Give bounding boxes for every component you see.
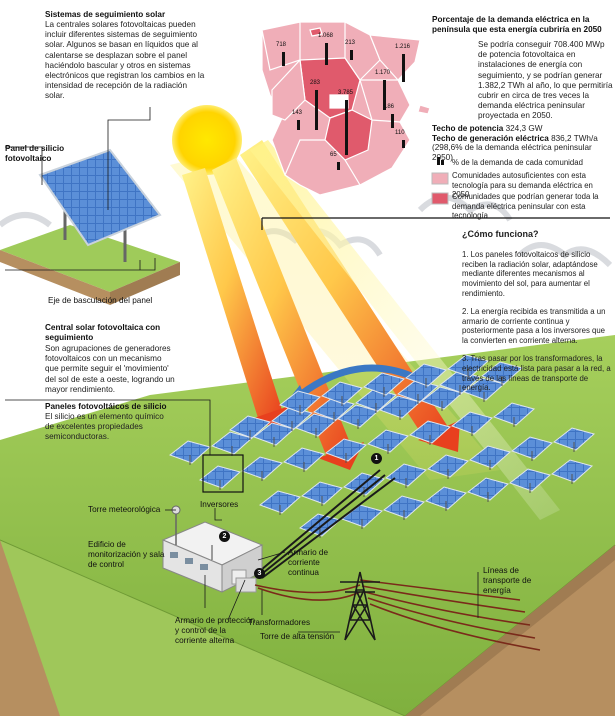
label-eje: Eje de basculación del panel <box>48 296 153 305</box>
solar-panel <box>408 420 452 444</box>
solar-panel <box>324 438 368 462</box>
paneles-title: Paneles fotovoltáicos de silicio <box>45 402 167 411</box>
solar-panel <box>450 411 494 435</box>
map-bar <box>345 100 348 155</box>
step-marker-2: 2 <box>219 531 230 542</box>
solar-panel <box>282 447 326 471</box>
solar-panel <box>508 468 552 492</box>
label-edificio: Edificio de monitorización y sala de con… <box>88 540 165 569</box>
panel-highlight-box <box>202 454 244 493</box>
legend-full-text: Comunidades que podrían generar toda la … <box>452 192 599 221</box>
solar-panel <box>492 402 536 426</box>
map-title: Porcentaje de la demanda eléctrica en la… <box>432 15 602 35</box>
label-armario-cc: Armario de corriente continua <box>288 548 329 577</box>
label-panel-silicio: Panel de silicio fotovoltaico <box>5 144 65 164</box>
tracking-title: Sistemas de seguimiento solar <box>45 10 166 19</box>
transmission-tower <box>340 571 380 641</box>
control-building <box>161 521 264 593</box>
sun <box>172 105 242 175</box>
how-it-works: ¿Cómo funciona? 1. Los paneles fotovolta… <box>462 229 612 401</box>
central-title: Central solar fotovoltaica con seguimien… <box>45 323 161 343</box>
step-marker-3: 3 <box>254 568 265 579</box>
power-label: Techo de potencia <box>432 124 504 133</box>
map-value: 1.068 <box>318 33 334 39</box>
solar-panel <box>366 429 410 453</box>
map-bar <box>383 80 386 110</box>
solar-panel <box>404 363 448 387</box>
solar-panel <box>300 481 344 505</box>
power-line: Techo de potencia 324,3 GW <box>432 124 612 134</box>
solar-panel <box>362 372 406 396</box>
solar-panel <box>320 381 364 405</box>
map-value: 213 <box>345 40 356 46</box>
map-bar <box>337 162 340 170</box>
label-transformadores: Transformadores <box>248 618 311 627</box>
label-lineas: Líneas de transporte de energía <box>483 566 532 595</box>
map-value: 1.170 <box>375 70 391 76</box>
panel-detail-block <box>0 225 180 305</box>
map-value: 283 <box>310 80 321 86</box>
leader-lines <box>5 107 479 633</box>
label-torre-alta: Torre de alta tensión <box>260 632 335 641</box>
solar-panel <box>424 486 468 510</box>
map-value: 143 <box>292 110 303 116</box>
how-step-1: 1. Los paneles fotovoltaicos de silicio … <box>462 249 598 298</box>
map-bar <box>315 90 318 130</box>
gen-note: (298,6% de la demanda eléctrica peninsul… <box>432 143 592 163</box>
map-bars <box>282 43 405 170</box>
silicon-panel <box>38 148 162 262</box>
step-marker-1: 1 <box>371 453 382 464</box>
tracking-body: La centrales solares fotovoltaicas puede… <box>45 20 205 101</box>
how-title: ¿Cómo funciona? <box>462 229 539 239</box>
map-body: Se podría conseguir 708.400 MWp de poten… <box>478 40 613 121</box>
solar-panel <box>550 459 594 483</box>
map-bar <box>350 50 353 60</box>
map-value: 1.216 <box>395 44 411 50</box>
solar-panel <box>552 427 596 451</box>
map-bar <box>297 120 300 130</box>
cables <box>254 469 396 579</box>
map-value: 3.785 <box>338 90 354 96</box>
how-step-3: 3. Tras pasar por los transformadores, l… <box>462 353 611 393</box>
map-value: 110 <box>395 130 405 136</box>
map-bar <box>402 54 405 82</box>
solar-panel <box>480 361 524 385</box>
label-inversores: Inversores <box>200 500 239 509</box>
solar-panel <box>466 477 510 501</box>
gen-line: Techo de generación eléctrica 836,2 TWh/… <box>432 134 612 144</box>
map-bar <box>391 114 394 128</box>
solar-panel <box>446 354 490 378</box>
map-value: 718 <box>276 42 287 48</box>
solar-panel <box>426 454 470 478</box>
solar-panel <box>384 463 428 487</box>
legend-bar-text: % de la demanda de cada comunidad <box>452 158 583 167</box>
solar-panel <box>278 390 322 414</box>
map-bar <box>402 140 405 148</box>
solar-panel <box>510 436 554 460</box>
paneles-body: El silicio es un elemento químico de exc… <box>45 412 164 442</box>
central-body: Son agrupaciones de generadores fotovolt… <box>45 344 175 394</box>
legend-markers <box>431 157 449 205</box>
map-bar <box>282 52 285 66</box>
legend-self-text: Comunidades autosuficientes con esta tec… <box>452 171 593 200</box>
map-value: 186 <box>384 104 395 110</box>
label-torre-met: Torre meteorológica <box>88 505 161 514</box>
gen-label: Techo de generación eléctrica <box>432 134 549 143</box>
map-bar <box>325 43 328 65</box>
gen-value: 836,2 TWh/a <box>551 134 598 143</box>
map-value: 65 <box>330 152 337 158</box>
solar-panel <box>198 465 242 489</box>
power-value: 324,3 GW <box>505 124 543 133</box>
how-step-2: 2. La energía recibida es transmitida a … <box>462 306 606 346</box>
solar-panel <box>240 456 284 480</box>
solar-panel <box>382 495 426 519</box>
solar-panel <box>468 445 512 469</box>
solar-panel <box>258 490 302 514</box>
label-armario-ca: Armario de protección y control de la co… <box>175 616 256 645</box>
solar-panel <box>228 415 272 439</box>
